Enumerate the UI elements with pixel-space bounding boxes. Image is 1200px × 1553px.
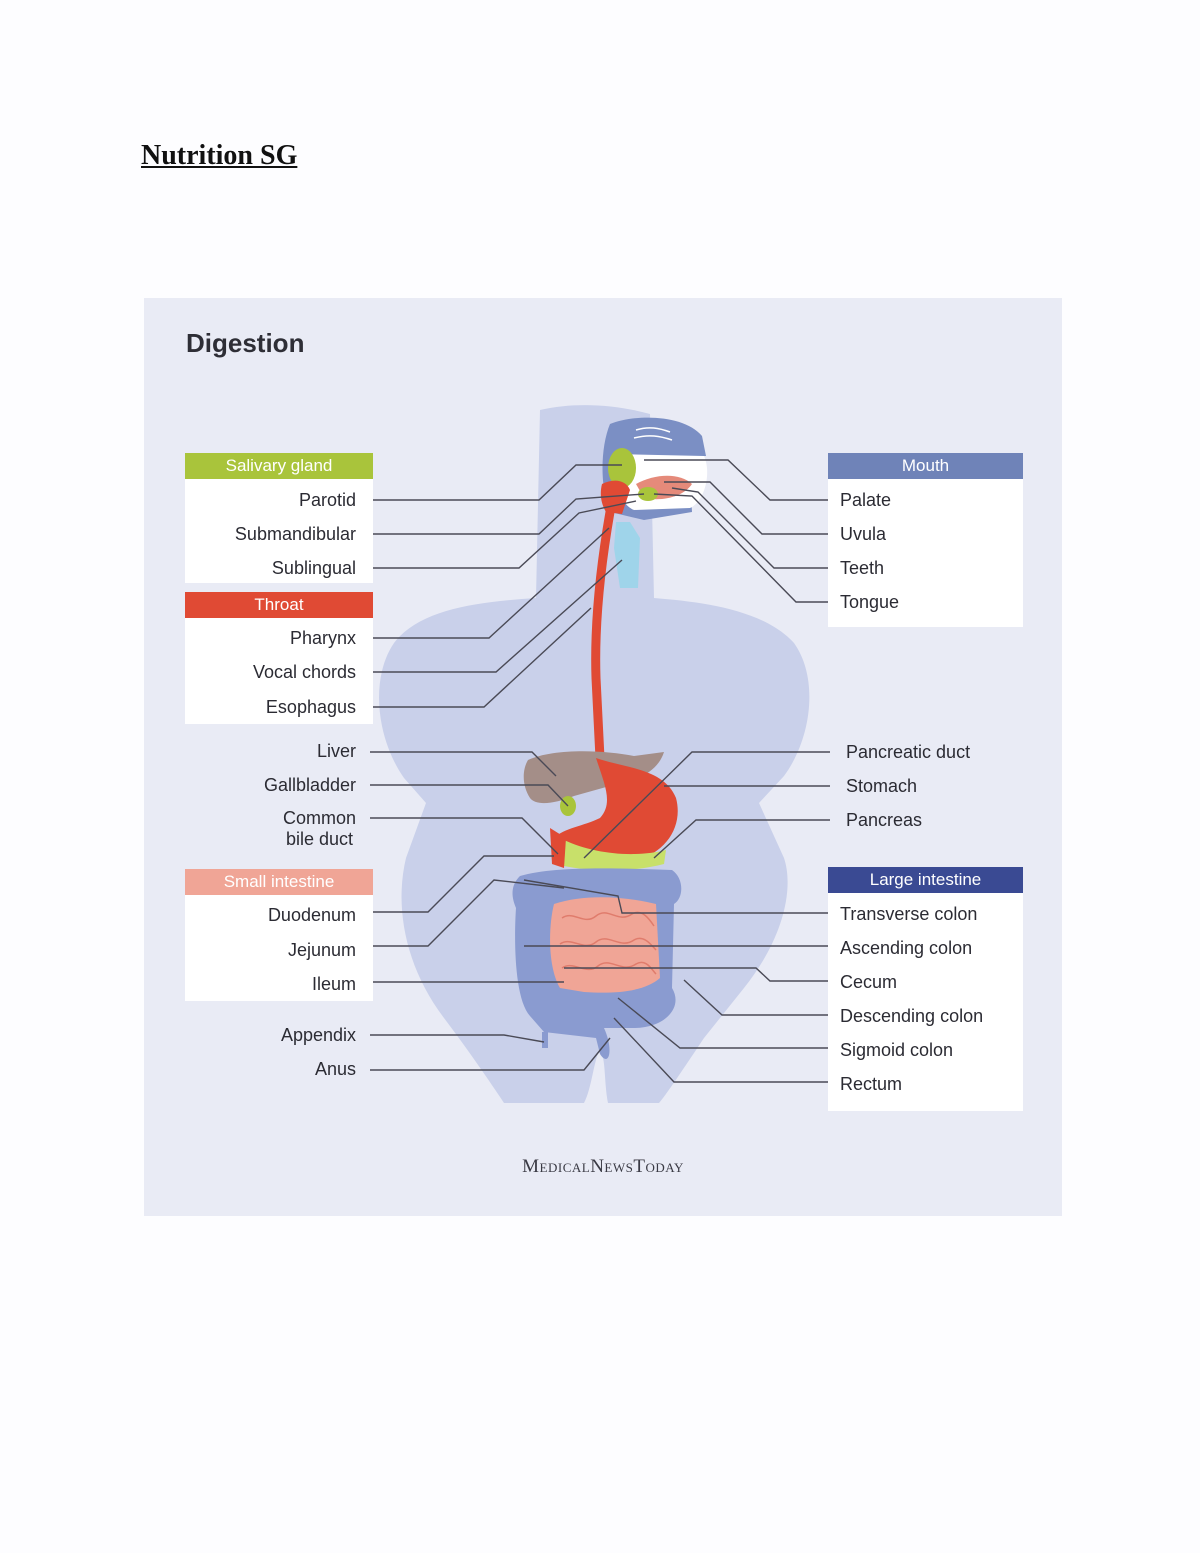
label-liver: Liver	[316, 741, 356, 761]
label-pancreatic-duct: Pancreatic duct	[846, 742, 971, 762]
label-palate: Palate	[840, 490, 892, 510]
label-cecum: Cecum	[840, 972, 898, 992]
large-intestine-header: Large intestine	[828, 867, 1023, 893]
label-common-bile-duct: Common bile duct	[282, 808, 356, 849]
label-tongue: Tongue	[840, 592, 900, 612]
label-parotid: Parotid	[298, 490, 356, 510]
label-sigmoid-colon: Sigmoid colon	[840, 1040, 954, 1060]
small-intestine-shape	[550, 897, 660, 993]
label-jejunum: Jejunum	[287, 940, 356, 960]
medicalnewstoday-logo: MedicalNewsToday	[522, 1156, 684, 1177]
small-intestine-header: Small intestine	[185, 869, 373, 895]
document-title: Nutrition SG	[141, 140, 298, 171]
leader-lines-right	[523, 459, 830, 1083]
label-esophagus: Esophagus	[265, 697, 356, 717]
label-ileum: Ileum	[311, 974, 356, 994]
salivary-gland-header: Salivary gland	[185, 453, 373, 479]
label-descending-colon: Descending colon	[840, 1006, 984, 1026]
liver-shape	[523, 751, 664, 804]
large-intestine-box	[828, 867, 1023, 1111]
label-ascending-colon: Ascending colon	[840, 938, 973, 958]
stomach-shape	[554, 758, 678, 864]
anatomy-illustration	[370, 405, 830, 1103]
label-teeth: Teeth	[840, 558, 885, 578]
label-pancreas: Pancreas	[846, 810, 923, 830]
throat-header: Throat	[185, 592, 373, 618]
mouth-header: Mouth	[828, 453, 1023, 479]
label-submandibular: Submandibular	[234, 524, 356, 544]
label-duodenum: Duodenum	[267, 905, 356, 925]
mouth-box	[828, 453, 1023, 627]
label-gallbladder: Gallbladder	[263, 775, 356, 795]
label-sublingual: Sublingual	[271, 558, 356, 578]
label-anus: Anus	[314, 1059, 356, 1079]
digestion-figure: Digestion	[144, 298, 1062, 1216]
label-pharynx: Pharynx	[289, 628, 356, 648]
label-vocal-chords: Vocal chords	[252, 662, 356, 682]
leader-lines-left	[370, 464, 645, 1071]
label-stomach: Stomach	[846, 776, 918, 796]
label-rectum: Rectum	[840, 1074, 903, 1094]
label-uvula: Uvula	[840, 524, 887, 544]
diagram-title: Digestion	[186, 328, 305, 358]
label-appendix: Appendix	[280, 1025, 356, 1045]
label-transverse-colon: Transverse colon	[840, 904, 978, 924]
